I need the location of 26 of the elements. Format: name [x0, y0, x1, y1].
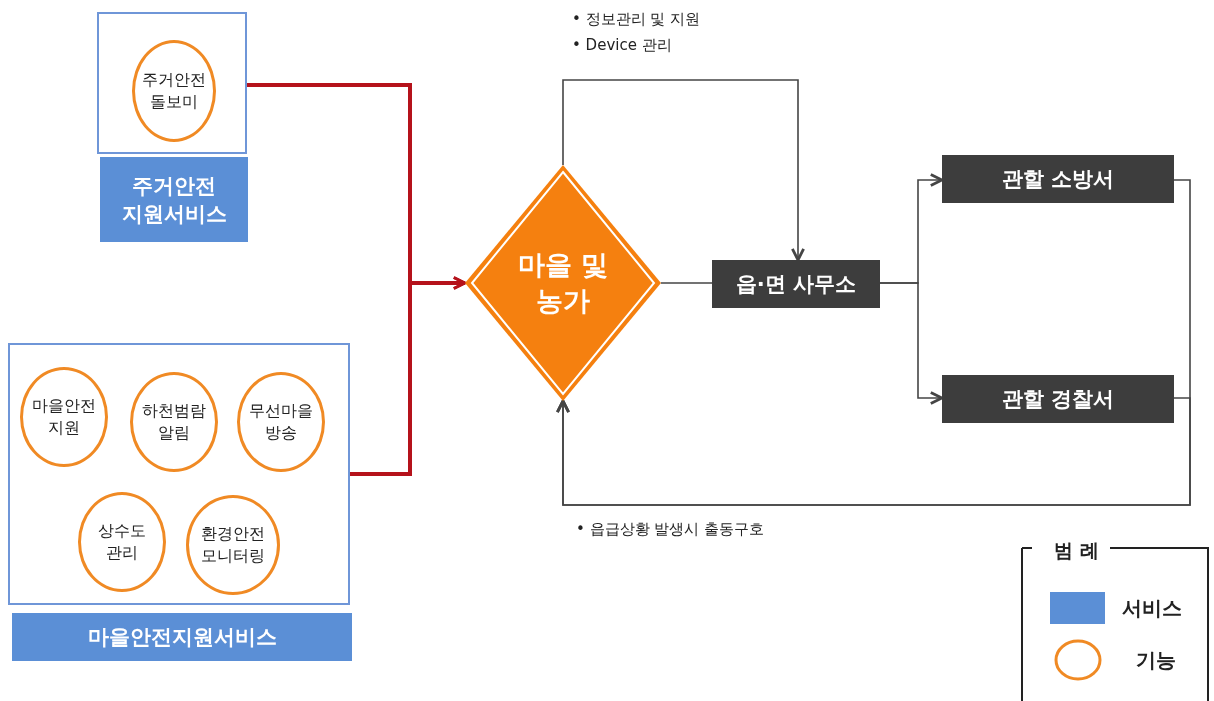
node-label: 상수도 관리: [97, 520, 147, 564]
process-box: [712, 260, 880, 308]
connector-line: [660, 282, 713, 284]
node-label: 마을 및 농가: [516, 247, 610, 318]
node-label: 환경안전 모니터링: [200, 523, 266, 567]
arrow: [556, 397, 1191, 506]
node-label: 읍·면 사무소: [735, 271, 857, 298]
legend-text: 기능: [1136, 647, 1176, 674]
node-label: 관할 소방서: [1001, 166, 1115, 193]
node-label: 주거안전 돌보미: [141, 69, 207, 113]
arrow: [879, 282, 944, 405]
process-box: [942, 155, 1174, 203]
node-label: 하천범람 알림: [141, 400, 207, 444]
process-box: [942, 375, 1174, 423]
node-label: 관할 경찰서: [1001, 386, 1115, 413]
arrow: [562, 79, 805, 262]
node-label: 마을안전 지원: [31, 395, 97, 439]
node-label: 주거안전 지원서비스: [120, 172, 228, 228]
service-band: [100, 157, 248, 242]
legend-text: 서비스: [1122, 595, 1182, 622]
node-label: 무선마을 방송: [248, 400, 314, 444]
group-frame: [8, 343, 350, 605]
group-frame: [97, 12, 247, 154]
arrow: [350, 276, 467, 476]
service-band: [12, 613, 352, 661]
node-label: 마을안전지원서비스: [87, 624, 277, 651]
